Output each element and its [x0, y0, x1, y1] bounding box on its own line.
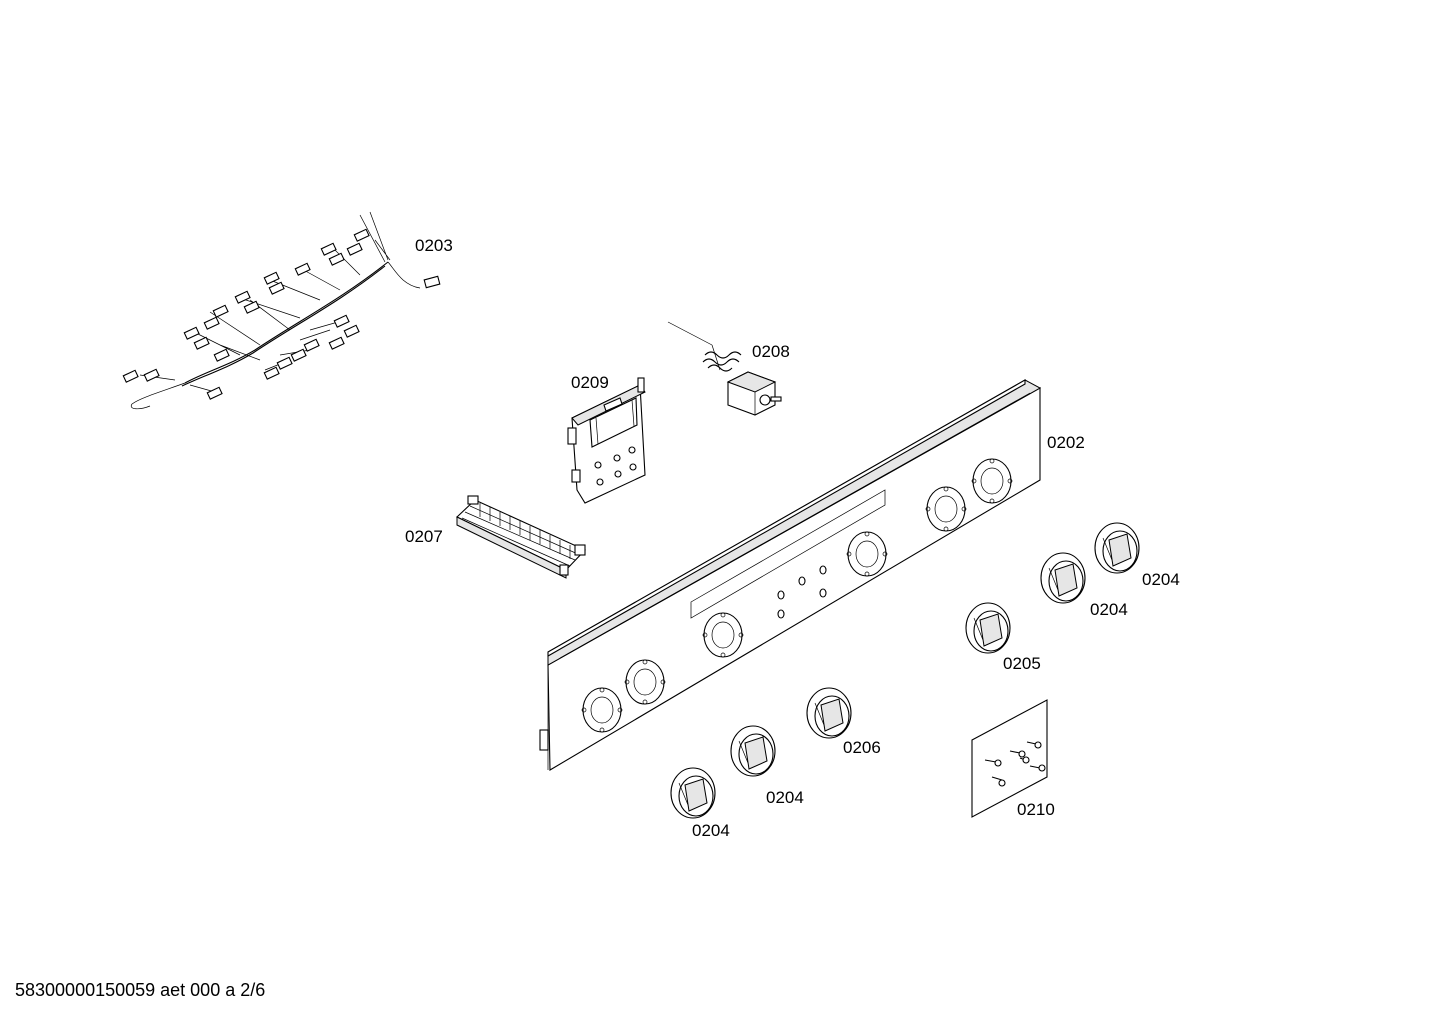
callout-0209: 0209 [571, 373, 609, 392]
screw [991, 776, 1006, 787]
callout-0208: 0208 [752, 342, 790, 361]
callout-0204: 0204 [1090, 600, 1128, 619]
control-panel [539, 379, 1042, 771]
knob-hole [702, 612, 744, 658]
callout-0207: 0207 [405, 527, 443, 546]
button-holes [777, 565, 827, 619]
knob-hole [971, 458, 1013, 504]
screw [1026, 741, 1042, 749]
screw [1029, 764, 1046, 772]
knob [965, 602, 1011, 654]
knob [1094, 522, 1140, 574]
callout-0210: 0210 [1017, 800, 1055, 819]
knob-hole [925, 486, 967, 532]
screw [1019, 756, 1030, 764]
screw [1009, 750, 1026, 758]
callout-0204: 0204 [1142, 570, 1180, 589]
knob [670, 767, 716, 819]
knob [806, 687, 852, 739]
thermostat [667, 321, 782, 416]
callout-0205: 0205 [1003, 654, 1041, 673]
drawing-number: 58300000150059 aet 000 a 2/6 [15, 980, 266, 1000]
callout-0204: 0204 [692, 821, 730, 840]
callout-0203: 0203 [415, 236, 453, 255]
screw-bag [971, 699, 1048, 818]
wiring-harness [122, 211, 441, 410]
terminal-block [456, 495, 586, 579]
knob-hole [624, 659, 666, 705]
knob-hole [846, 531, 888, 577]
screw [984, 759, 1002, 767]
knob [730, 725, 776, 777]
callout-0206: 0206 [843, 738, 881, 757]
timer-module [567, 377, 646, 504]
callout-0204: 0204 [766, 788, 804, 807]
knob [1040, 552, 1086, 604]
callout-0202: 0202 [1047, 433, 1085, 452]
knob-hole [581, 687, 623, 733]
